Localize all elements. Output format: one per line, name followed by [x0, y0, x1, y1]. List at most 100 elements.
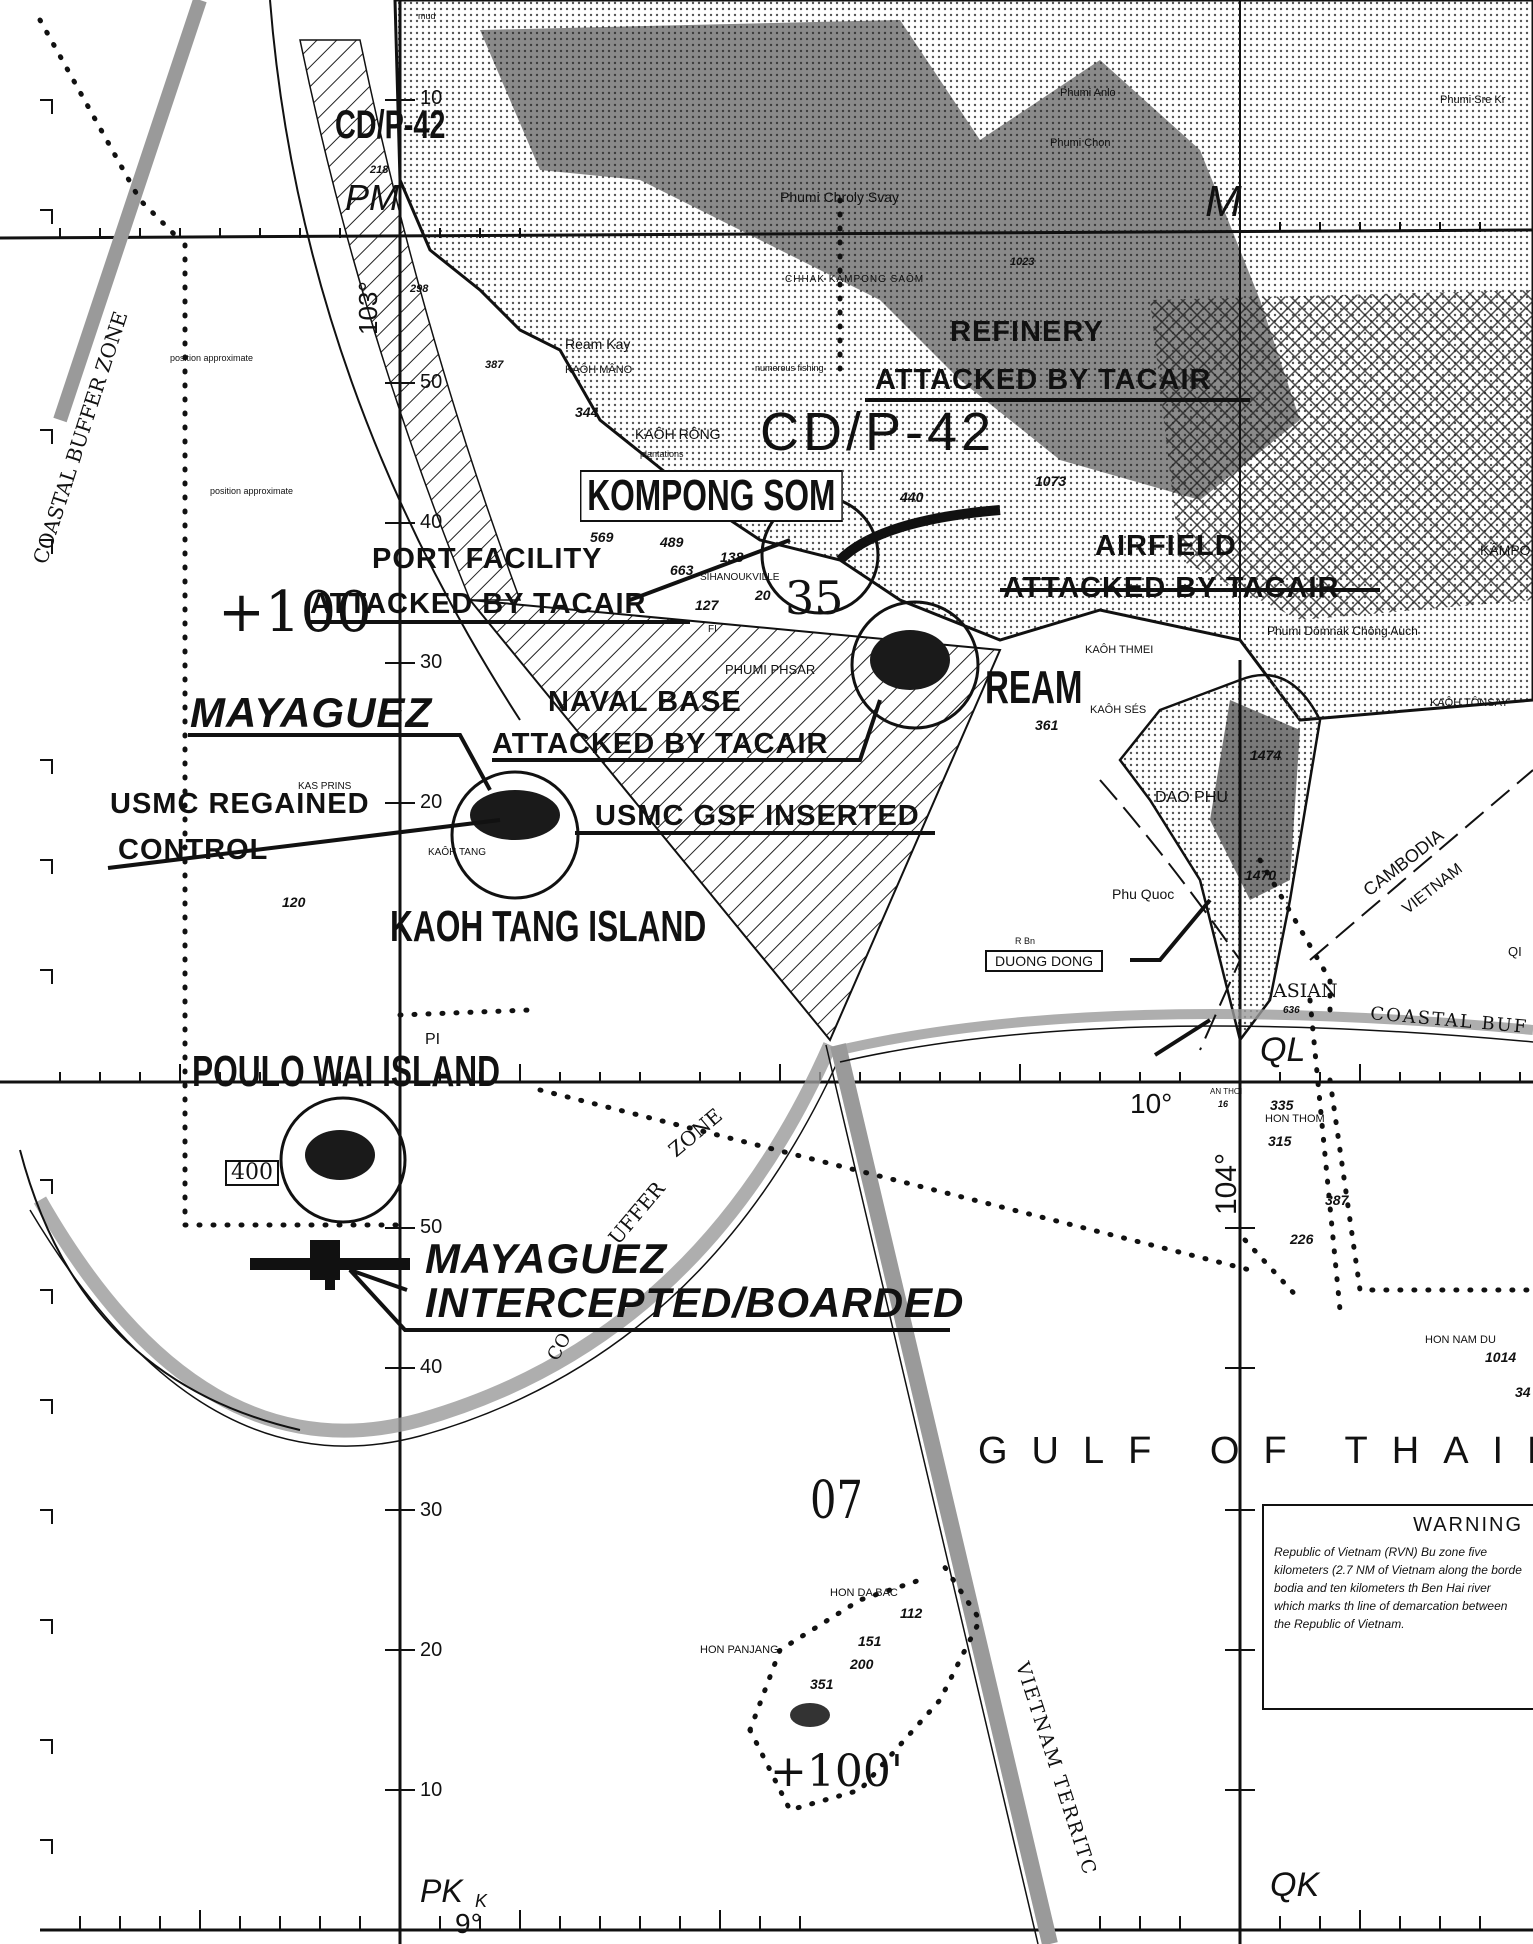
- elev: 1470: [1245, 867, 1277, 883]
- cambodia-vietnam-line: [1309, 769, 1533, 961]
- place-hon-nam-du: HON NAM DU: [1425, 1334, 1496, 1346]
- grid-plus100-bottom: +100': [770, 1746, 903, 1797]
- label-refinery-attacked: ATTACKED BY TACAIR: [875, 364, 1212, 396]
- place-an-thoi: AN THOI: [1210, 1087, 1243, 1096]
- gridline-lat-10top: [0, 228, 1533, 240]
- elev: 20: [755, 587, 771, 603]
- place-fi: FI: [708, 624, 717, 635]
- elev: 344: [575, 404, 599, 420]
- place-kampot: KÂMPO: [1480, 542, 1531, 558]
- elev: 200: [850, 1656, 874, 1672]
- place-kaoh-tonsay: KAÔH TÔNSAY: [1430, 697, 1509, 709]
- elev: 1073: [1035, 473, 1067, 489]
- left-border-ticks: [40, 99, 53, 1854]
- elev: 440: [900, 489, 924, 505]
- elev: 151: [858, 1633, 882, 1649]
- place-phu-quoc: Phu Quoc: [1112, 886, 1175, 902]
- place-hon-da-bac: HON DA BAC: [830, 1587, 898, 1599]
- tick-label: 20: [420, 791, 443, 813]
- vietnam-territorial-edge: [825, 1044, 1039, 1944]
- label-kaoh-tang: KAOH TANG ISLAND: [390, 902, 707, 951]
- grid-lat-9: 9°: [455, 1908, 482, 1939]
- refinery-crosshatch: [1150, 290, 1533, 620]
- warning-box: WARNING Republic of Vietnam (RVN) Bu zon…: [1262, 1504, 1533, 1710]
- label-cdp42-mid: CD/P-42: [760, 402, 996, 462]
- label-mayaguez-bottom-1: MAYAGUEZ: [425, 1235, 668, 1282]
- place-position-approx-1: position approximate: [170, 353, 254, 363]
- grid-qk: QK: [1270, 1866, 1320, 1904]
- elev: 1014: [1485, 1349, 1517, 1365]
- buffer-left: [53, 0, 207, 423]
- vietnam-territorial-line: [830, 1043, 1058, 1944]
- elev: 112: [900, 1605, 923, 1621]
- grid-ql: QL: [1260, 1031, 1306, 1069]
- elev: 569: [590, 529, 614, 545]
- hon-panjang-blob: [790, 1703, 830, 1727]
- elev: 387: [485, 359, 504, 371]
- elev-box-400: 400: [225, 1160, 279, 1186]
- place-phumi-sre: Phumi Sre Kr: [1440, 94, 1506, 106]
- label-gulf-of-thailand: GULF OF THAILA: [978, 1430, 1533, 1472]
- label-naval-base: NAVAL BASE: [548, 686, 742, 718]
- label-kompong-som: KOMPONG SOM: [580, 470, 843, 522]
- poulo-wai-blob: [305, 1130, 375, 1180]
- label-ream: REAM: [985, 661, 1083, 713]
- kompong-arrow: [836, 505, 1001, 564]
- place-r-bn: R Bn: [1015, 936, 1036, 946]
- elev: 636: [1283, 1005, 1300, 1016]
- tick-label: 10: [420, 1779, 443, 1801]
- elev: 16: [1218, 1099, 1229, 1109]
- label-mayaguez-top: MAYAGUEZ: [190, 689, 433, 736]
- elev: 1023: [1010, 256, 1035, 268]
- place-kaoh-rong: KAÔH RÔNG: [635, 426, 721, 442]
- label-mayaguez-bottom-2: INTERCEPTED/BOARDED: [425, 1279, 965, 1326]
- place-kaoh-mano: KAÔH MÂNO: [565, 364, 633, 376]
- tick-label: 10: [420, 87, 443, 109]
- label-airfield: AIRFIELD: [1095, 530, 1237, 562]
- elev: 489: [660, 534, 684, 550]
- label-usmc-gsf: USMC GSF INSERTED: [595, 800, 920, 832]
- tick-label: 50: [420, 1216, 443, 1238]
- label-refinery: REFINERY: [950, 316, 1104, 348]
- ticks-lon-103: [385, 99, 415, 1791]
- label-usmc-regained-1: USMC REGAINED: [110, 788, 370, 820]
- grid-35: 35: [785, 571, 844, 625]
- ream-circle: [850, 600, 980, 730]
- grid-plus100-top: +100: [218, 580, 372, 645]
- phu-quoc-dash: [1099, 779, 1242, 1051]
- elev: 335: [1270, 1097, 1294, 1113]
- warning-title: WARNING: [1413, 1514, 1523, 1536]
- label-cdp42-top: CD/P-42: [335, 103, 446, 147]
- grid-pk: PK: [420, 1873, 463, 1909]
- label-naval-attacked: ATTACKED BY TACAIR: [492, 728, 829, 760]
- elev: 387: [1325, 1192, 1349, 1208]
- label-duong-dong: DUONG DONG: [985, 950, 1103, 972]
- elev: 120: [282, 894, 306, 910]
- place-plantations: plantations: [640, 449, 684, 459]
- grid-k-sub: K: [475, 1891, 488, 1911]
- tick-label: 50: [420, 371, 443, 393]
- elev: 138: [720, 549, 744, 565]
- elev: 218: [370, 164, 389, 176]
- grid-pm: PM: [345, 177, 399, 218]
- buffer-right-edge: [839, 1025, 1533, 1063]
- ship-symbol: [250, 1240, 410, 1290]
- label-poulo-wai: POULO WAI ISLAND: [192, 1047, 501, 1096]
- place-phumi-domnak: Phumi Dômnak Chông Auch: [1267, 624, 1418, 638]
- elev: 315: [1268, 1133, 1292, 1149]
- place-kaoh-thmei: KAÔH THMEI: [1085, 644, 1154, 656]
- elev: 298: [410, 283, 429, 295]
- elev: 127: [695, 597, 719, 613]
- place-phumi-chon: Phumi Chon: [1050, 137, 1111, 149]
- place-phumi-phsar: PHUMI PHSAR: [725, 662, 816, 677]
- place-kas-prins: KAS PRINS: [298, 781, 352, 792]
- grid-q07: 07: [810, 1471, 863, 1531]
- label-port-attacked: ATTACKED BY TACAIR: [310, 588, 647, 620]
- buffer-right: [838, 1009, 1533, 1055]
- poulo-wai-circle: [279, 1096, 407, 1224]
- label-airfield-attacked: ATTACKED BY TACAIR: [1003, 572, 1340, 604]
- place-kaoh-ses: KAÔH SÉS: [1090, 704, 1147, 716]
- place-hon-thom: HON THOM: [1265, 1113, 1325, 1125]
- grid-lon-103: 103°: [353, 281, 383, 335]
